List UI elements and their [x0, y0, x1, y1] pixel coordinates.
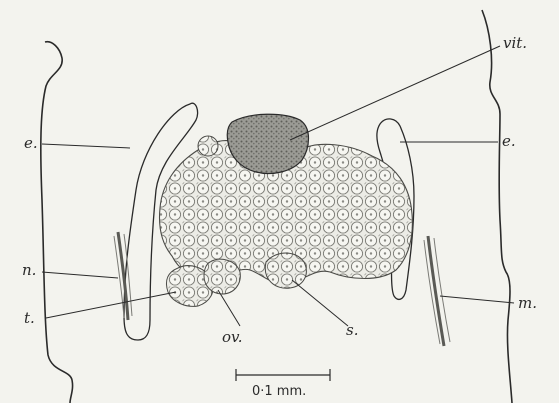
label-t: t. [24, 311, 35, 326]
label-e-left: e. [24, 136, 38, 151]
label-e-right: e. [502, 134, 516, 149]
label-m: m. [518, 296, 537, 311]
left-body-wall [41, 42, 73, 403]
shell-gland [265, 253, 306, 288]
label-s: s. [346, 323, 358, 338]
label-n: n. [22, 263, 36, 278]
muscle-strand [424, 236, 450, 346]
label-ov: ov. [222, 330, 243, 345]
scale-bar-label: 0·1 mm. [252, 385, 306, 398]
right-body-wall [482, 10, 512, 403]
label-vit: vit. [503, 36, 527, 51]
scale-bar-line [236, 369, 330, 381]
ovary [204, 259, 240, 294]
